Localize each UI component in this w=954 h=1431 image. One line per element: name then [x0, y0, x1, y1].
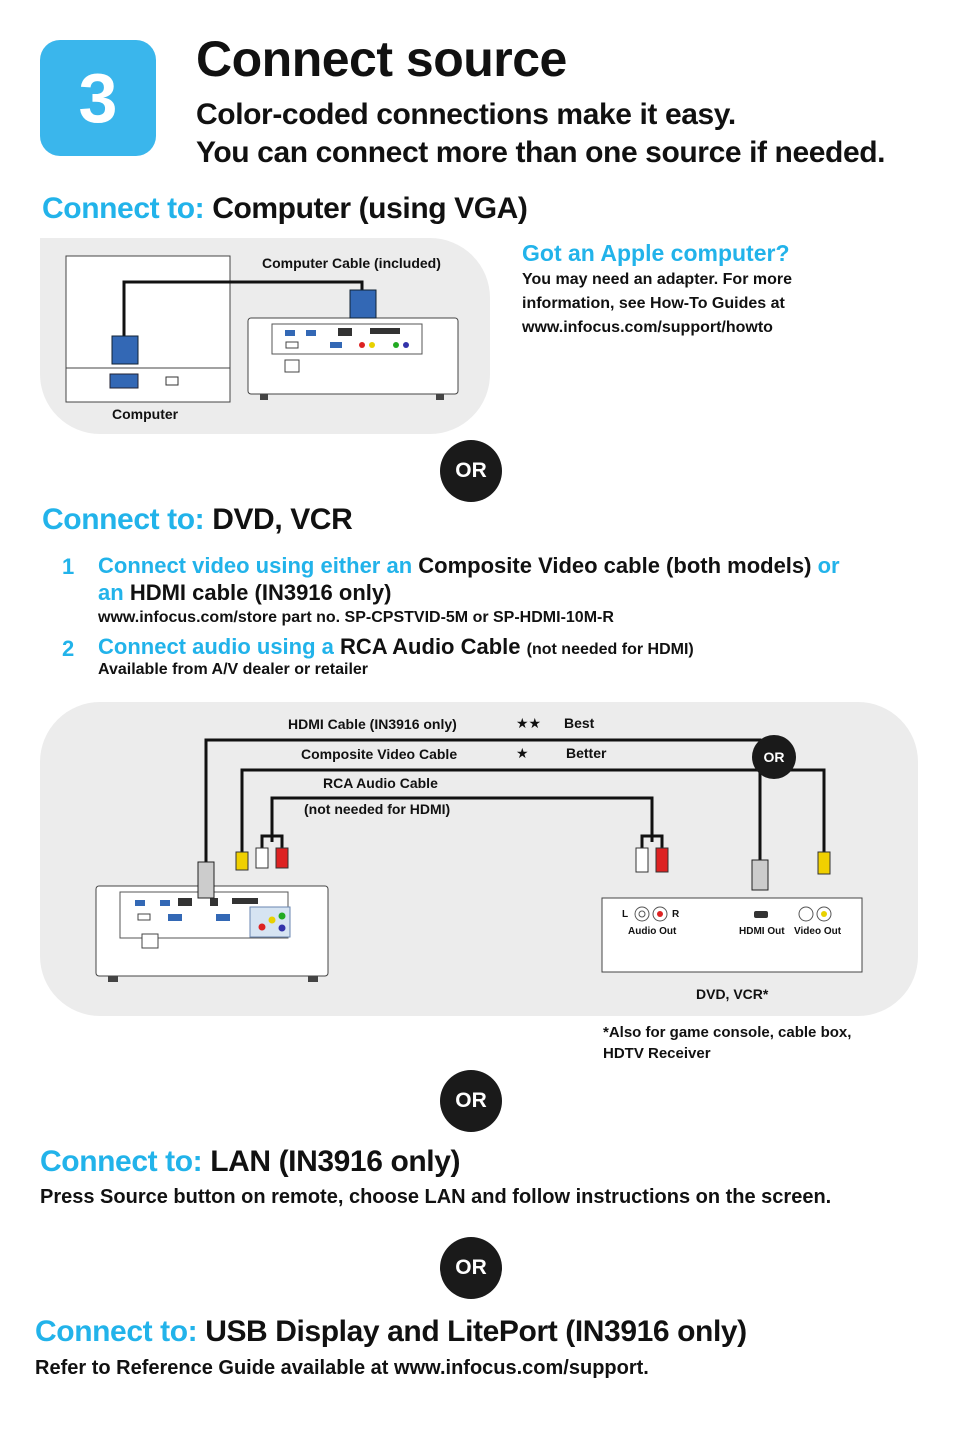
lan-section-heading: Connect to: LAN (IN3916 only)	[40, 1145, 461, 1179]
step-number: 3	[78, 59, 118, 137]
step-1-part-c: or	[817, 553, 840, 578]
usb-instruction: Refer to Reference Guide available at ww…	[35, 1357, 649, 1379]
audio-left-plug-projector	[255, 847, 269, 869]
page-subtitle: Color-coded connections make it easy. Yo…	[196, 96, 886, 172]
rca-cable-line	[270, 796, 654, 842]
subtitle-line-1: Color-coded connections make it easy.	[196, 98, 736, 131]
audio-right-plug-dvd	[655, 847, 669, 873]
hdmi-plug-projector	[197, 861, 215, 899]
dvd-footnote: *Also for game console, cable box, HDTV …	[603, 1022, 851, 1064]
vga-plug-projector	[349, 289, 377, 319]
computer-usb-port	[165, 376, 179, 386]
composite-plug-dvd	[817, 851, 831, 875]
usb-heading-prefix: Connect to:	[35, 1315, 198, 1348]
dvd-diagram	[95, 738, 863, 982]
projector-power-inlet	[284, 359, 300, 373]
dvd-heading-target: DVD, VCR	[212, 503, 353, 536]
step-2-part-b: RCA Audio Cable	[340, 634, 521, 659]
apple-note-line-2: information, see How-To Guides at	[522, 295, 785, 312]
dvd-heading-prefix: Connect to:	[42, 503, 205, 536]
or-badge-1: OR	[440, 440, 502, 502]
better-label: Better	[566, 745, 607, 761]
lan-heading-target: LAN (IN3916 only)	[210, 1145, 461, 1178]
step-2-number: 2	[62, 636, 75, 661]
lan-heading-prefix: Connect to:	[40, 1145, 203, 1178]
apple-note: You may need an adapter. For more inform…	[522, 268, 792, 340]
step-1-part-a: Connect video using either an	[98, 553, 413, 578]
hdmi-cable-label: HDMI Cable (IN3916 only)	[288, 716, 457, 732]
page-title: Connect source	[196, 31, 567, 87]
hdmi-out-port	[754, 911, 768, 918]
rca-cable-label: RCA Audio Cable	[323, 775, 438, 791]
computer-vga-port	[109, 373, 139, 389]
hdmi-out-label: HDMI Out	[739, 926, 785, 937]
vga-heading-prefix: Connect to:	[42, 192, 205, 225]
or-badge-3: OR	[440, 1237, 502, 1299]
composite-cable-label: Composite Video Cable	[301, 746, 458, 762]
svideo-port	[798, 906, 814, 922]
computer-label: Computer	[112, 406, 179, 422]
rca-cable-note: (not needed for HDMI)	[304, 801, 451, 817]
best-label: Best	[564, 715, 595, 731]
apple-note-line-3: www.infocus.com/support/howto	[522, 319, 773, 336]
dvd-projector-power-inlet	[141, 933, 159, 949]
step-1-part-b: Composite Video cable (both models)	[418, 553, 812, 578]
audio-right-plug-projector	[275, 847, 289, 869]
step-2-text: Connect audio using a RCA Audio Cable (n…	[98, 634, 694, 660]
step-1-number: 1	[62, 554, 75, 579]
dvd-footnote-line-1: *Also for game console, cable box,	[603, 1024, 852, 1041]
step-1-part-e: HDMI cable (IN3916 only)	[129, 580, 392, 605]
or-badge-2: OR	[440, 1070, 502, 1132]
step-2-part-c: (not needed for HDMI)	[526, 641, 694, 658]
computer-cable	[122, 280, 364, 336]
video-out-label: Video Out	[794, 926, 842, 937]
hdmi-plug-dvd	[751, 859, 769, 891]
apple-note-line-1: You may need an adapter. For more	[522, 271, 792, 288]
dvd-section-heading: Connect to: DVD, VCR	[42, 503, 353, 537]
lan-instruction: Press Source button on remote, choose LA…	[40, 1186, 832, 1208]
usb-section-heading: Connect to: USB Display and LitePort (IN…	[35, 1315, 747, 1349]
audio-out-label: Audio Out	[628, 926, 677, 937]
best-stars: ★★	[516, 715, 542, 731]
step-1-part-d: an	[98, 580, 124, 605]
audio-left-plug-dvd	[635, 847, 649, 873]
subtitle-line-2: You can connect more than one source if …	[196, 136, 886, 169]
step-2-note: Available from A/V dealer or retailer	[98, 661, 369, 678]
or-badge-small: OR	[752, 735, 796, 779]
vga-heading-target: Computer (using VGA)	[212, 192, 528, 225]
vga-section-heading: Connect to: Computer (using VGA)	[42, 192, 528, 226]
computer-outline	[65, 255, 231, 403]
vga-diagram	[65, 255, 459, 403]
vga-plug-computer	[111, 335, 139, 365]
dvd-footnote-line-2: HDTV Receiver	[603, 1045, 711, 1062]
step-1-note: www.infocus.com/store part no. SP-CPSTVI…	[98, 609, 614, 626]
better-stars: ★	[516, 745, 529, 761]
computer-cable-label: Computer Cable (included)	[262, 255, 441, 271]
port-label-l: L	[622, 909, 629, 920]
usb-heading-target: USB Display and LitePort (IN3916 only)	[205, 1315, 747, 1348]
step-2-part-a: Connect audio using a	[98, 634, 334, 659]
composite-cable-line	[240, 768, 826, 860]
port-label-r: R	[672, 909, 680, 920]
composite-plug-projector	[235, 851, 249, 871]
apple-heading: Got an Apple computer?	[522, 240, 790, 266]
step-number-badge: 3	[40, 40, 156, 156]
dvd-device-label: DVD, VCR*	[696, 986, 769, 1002]
step-1-text: Connect video using either an Composite …	[98, 552, 898, 606]
hdmi-cable-line	[204, 738, 762, 872]
